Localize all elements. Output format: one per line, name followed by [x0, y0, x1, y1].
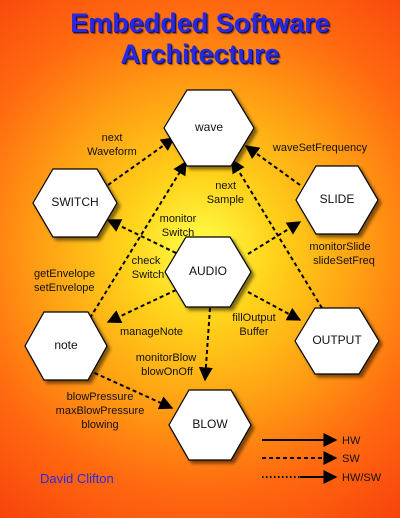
edge-output-to-wave	[231, 158, 323, 309]
label-monitor-slide: monitorSlide	[309, 241, 370, 253]
label-monitor-blow: monitorBlow	[136, 352, 197, 364]
label-next-sample-2: Sample	[207, 194, 244, 206]
node-slide: SLIDE	[295, 165, 379, 235]
node-label-slide: SLIDE	[320, 192, 355, 206]
node-label-audio: AUDIO	[189, 264, 227, 278]
diagram-title: Embedded Software Architecture	[0, 8, 400, 70]
legend-sw-label: SW	[342, 453, 360, 465]
label-next-sample-1: next	[215, 180, 236, 192]
author-name: David Clifton	[40, 471, 114, 486]
node-label-switch: SWITCH	[51, 195, 98, 209]
edge-audio-to-slide	[247, 221, 302, 255]
label-manage-note: manageNote	[120, 326, 183, 338]
label-fill-output-1: fillOutput	[232, 312, 275, 324]
title-line-1: Embedded Software	[70, 8, 330, 38]
node-label-wave: wave	[194, 120, 223, 134]
title-line-2: Architecture	[120, 39, 280, 69]
node-output: OUTPUT	[294, 307, 380, 375]
edge-labels: next Waveform waveSetFrequency next Samp…	[34, 132, 375, 431]
label-fill-output-2: Buffer	[239, 326, 268, 338]
label-check-switch-1: check	[132, 255, 161, 267]
label-slide-set-freq: slideSetFreq	[313, 255, 375, 267]
edges	[87, 137, 323, 410]
edge-note-to-blow	[87, 369, 174, 410]
label-check-switch-2: Switch	[132, 269, 164, 281]
node-label-blow: BLOW	[192, 417, 228, 431]
edge-note-to-wave	[89, 160, 187, 319]
legend-hwsw-label: HW/SW	[342, 472, 382, 484]
label-monitor-switch-1: monitor	[160, 213, 197, 225]
node-blow: BLOW	[168, 389, 252, 461]
node-label-output: OUTPUT	[312, 333, 362, 347]
node-audio: AUDIO	[164, 236, 252, 308]
label-blow-on-off: blowOnOff	[141, 366, 194, 378]
node-label-note: note	[54, 338, 78, 352]
label-get-envelope: getEnvelope	[34, 268, 95, 280]
legend-hw-label: HW	[342, 435, 361, 447]
label-monitor-switch-2: Switch	[162, 227, 194, 239]
label-max-blow-pressure: maxBlowPressure	[56, 405, 145, 417]
label-set-envelope: setEnvelope	[34, 282, 95, 294]
edge-audio-to-blow	[198, 307, 213, 382]
label-next-waveform-1: next	[102, 132, 123, 144]
node-note: note	[24, 311, 108, 381]
node-wave: wave	[163, 89, 255, 167]
node-switch: SWITCH	[32, 168, 118, 238]
label-blowing: blowing	[81, 419, 118, 431]
label-blow-pressure: blowPressure	[67, 391, 134, 403]
legend: HW SW HW/SW	[262, 433, 382, 484]
label-next-waveform-2: Waveform	[87, 146, 137, 158]
edge-audio-to-output	[247, 291, 302, 321]
edge-audio-to-switch	[106, 219, 177, 254]
label-wave-set-frequency: waveSetFrequency	[272, 142, 368, 154]
edge-audio-to-note	[106, 289, 177, 323]
